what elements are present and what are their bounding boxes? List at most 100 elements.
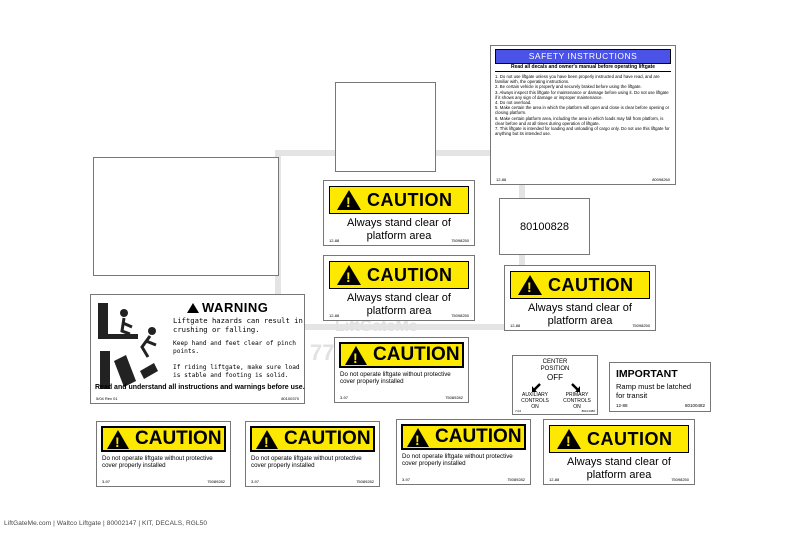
caution-code-right: 75098250 xyxy=(451,313,469,318)
caution-header: CAUTION xyxy=(101,426,226,452)
rotate-arrows-icon xyxy=(532,383,580,392)
caution-code-right: 75098250 xyxy=(671,477,689,482)
caution-line-1: Always stand clear of xyxy=(347,292,451,304)
caution-word: CAUTION xyxy=(367,189,453,210)
warning-triangle-icon xyxy=(337,190,361,210)
safety-item: 7. This liftgate is intended for loading… xyxy=(495,126,670,137)
caution-message: Do not operate liftgate without protecti… xyxy=(251,455,374,469)
warning-p2: Keep hand and feet clear of pinch points… xyxy=(173,340,296,355)
controls-position: POSITION xyxy=(540,366,570,372)
caution-code-left: 3-97 xyxy=(402,477,411,482)
safety-title: SAFETY INSTRUCTIONS xyxy=(495,49,671,64)
safety-item: 3. Always inspect this liftgate for main… xyxy=(495,89,669,100)
controls-pri-2: CONTROLS xyxy=(563,398,591,404)
caution-code-left: 3-97 xyxy=(251,479,260,484)
safety-item: 6. Make certain platform area, including… xyxy=(495,115,664,126)
caution-line-2: platform area xyxy=(586,469,652,481)
caution-line-2: platform area xyxy=(547,315,613,327)
controls-pri-3: ON xyxy=(573,404,581,410)
important-title: IMPORTANT xyxy=(616,368,678,380)
blank-decal-large xyxy=(93,157,279,276)
caution-code-left: 3-97 xyxy=(102,479,111,484)
warning-footer: Read and understand all instructions and… xyxy=(95,384,305,391)
warning-title: WARNING xyxy=(202,300,269,315)
warning-triangle-icon xyxy=(337,265,361,285)
caution-code-right: 75089282 xyxy=(207,479,225,484)
caution-line-1: Do not operate liftgate without protecti… xyxy=(251,455,362,462)
controls-position-decal: CENTER POSITION OFF AUXILIARY CONTROLS O… xyxy=(512,355,598,415)
caution-word: CAUTION xyxy=(373,344,460,365)
caution-line-2: cover properly installed xyxy=(340,378,404,385)
blank-decal-small xyxy=(335,82,436,172)
important-code-right: 80100482 xyxy=(684,403,705,408)
controls-aux-2: CONTROLS xyxy=(521,398,549,404)
caution-message: Do not operate liftgate without protecti… xyxy=(340,371,463,385)
caution-code-right: 75098250 xyxy=(632,323,650,328)
caution-line-1: Do not operate liftgate without protecti… xyxy=(102,455,213,462)
caution-line-1: Always stand clear of xyxy=(528,302,632,314)
controls-code-right: 80101380 xyxy=(581,409,595,413)
caution-protective-cover-decal: CAUTION Do not operate liftgate without … xyxy=(396,419,531,485)
controls-aux-3: ON xyxy=(531,404,539,410)
hazard-pictograph-icon xyxy=(98,303,158,389)
caution-header: CAUTION xyxy=(329,261,469,289)
caution-code-left: 12-88 xyxy=(510,323,521,328)
caution-header: CAUTION xyxy=(339,342,464,368)
warning-decal: WARNING Liftgate hazards can result in c… xyxy=(90,294,305,404)
caution-code-left: 12-88 xyxy=(329,313,340,318)
caution-code-right: 75089282 xyxy=(507,477,525,482)
controls-code-left: 7-04 xyxy=(515,409,522,413)
caution-line-2: cover properly installed xyxy=(251,462,315,469)
important-line-2: for transit xyxy=(616,391,648,400)
safety-item: 1. Do not use liftgate unless you have b… xyxy=(495,74,660,85)
safety-code-right: 80098260 xyxy=(652,177,670,182)
important-code-left: 12-88 xyxy=(616,403,628,408)
safety-code-left: 12-88 xyxy=(496,177,507,182)
caution-line-1: Do not operate liftgate without protecti… xyxy=(340,371,451,378)
caution-word: CAUTION xyxy=(587,428,673,449)
caution-line-1: Do not operate liftgate without protecti… xyxy=(402,453,513,460)
safety-item: 4. Do not overload. xyxy=(495,100,532,106)
safety-instructions-decal: SAFETY INSTRUCTIONS Read all decals and … xyxy=(490,45,676,185)
warning-triangle-icon xyxy=(518,275,542,295)
controls-pri-1: PRIMARY xyxy=(565,392,589,398)
warning-triangle-icon xyxy=(256,429,278,450)
warning-code-right: 80100370 xyxy=(281,396,299,401)
important-decal: IMPORTANT Ramp must be latched for trans… xyxy=(609,362,711,412)
caution-line-2: cover properly installed xyxy=(402,460,466,467)
caution-stand-clear-decal: CAUTION Always stand clear of platform a… xyxy=(323,180,475,246)
caution-code-right: 75098250 xyxy=(451,238,469,243)
caution-protective-cover-decal: CAUTION Do not operate liftgate without … xyxy=(245,421,380,487)
caution-code-right: 75089282 xyxy=(445,395,463,400)
caution-line-2: platform area xyxy=(366,230,432,242)
caution-message: Always stand clear of platform area xyxy=(324,292,474,318)
caution-header: CAUTION xyxy=(510,271,650,299)
warning-triangle-icon xyxy=(107,429,129,450)
controls-center: CENTER xyxy=(542,359,568,365)
caution-stand-clear-decal: CAUTION Always stand clear of platform a… xyxy=(323,255,475,321)
caution-protective-cover-decal: CAUTION Do not operate liftgate without … xyxy=(334,337,469,403)
caution-line-1: Always stand clear of xyxy=(567,456,671,468)
warning-triangle-icon xyxy=(557,429,581,449)
caution-line-1: Always stand clear of xyxy=(347,217,451,229)
caution-word: CAUTION xyxy=(548,274,634,295)
warning-triangle-icon xyxy=(407,427,429,448)
caution-header: CAUTION xyxy=(250,426,375,452)
caution-line-2: platform area xyxy=(366,305,432,317)
warning-p3: If riding liftgate, make sure load is st… xyxy=(173,364,300,379)
controls-off: OFF xyxy=(547,373,563,382)
caution-stand-clear-decal: CAUTION Always stand clear of platform a… xyxy=(543,419,695,485)
warning-triangle-icon xyxy=(187,302,199,313)
safety-item: 2. Be certain vehicle is properly and se… xyxy=(495,84,642,90)
caution-code-left: 12-88 xyxy=(549,477,560,482)
caution-message: Do not operate liftgate without protecti… xyxy=(402,453,525,467)
part-number-label: 80100828 xyxy=(499,198,590,255)
caution-code-left: 12-88 xyxy=(329,238,340,243)
caution-code-left: 3-97 xyxy=(340,395,349,400)
caution-word: CAUTION xyxy=(435,426,522,447)
page-footer: LiftGateMe.com | Waltco Liftgate | 80002… xyxy=(4,520,208,527)
caution-message: Always stand clear of platform area xyxy=(324,217,474,243)
caution-header: CAUTION xyxy=(401,424,526,450)
safety-subtitle: Read all decals and owner's manual befor… xyxy=(495,64,671,72)
caution-protective-cover-decal: CAUTION Do not operate liftgate without … xyxy=(96,421,231,487)
